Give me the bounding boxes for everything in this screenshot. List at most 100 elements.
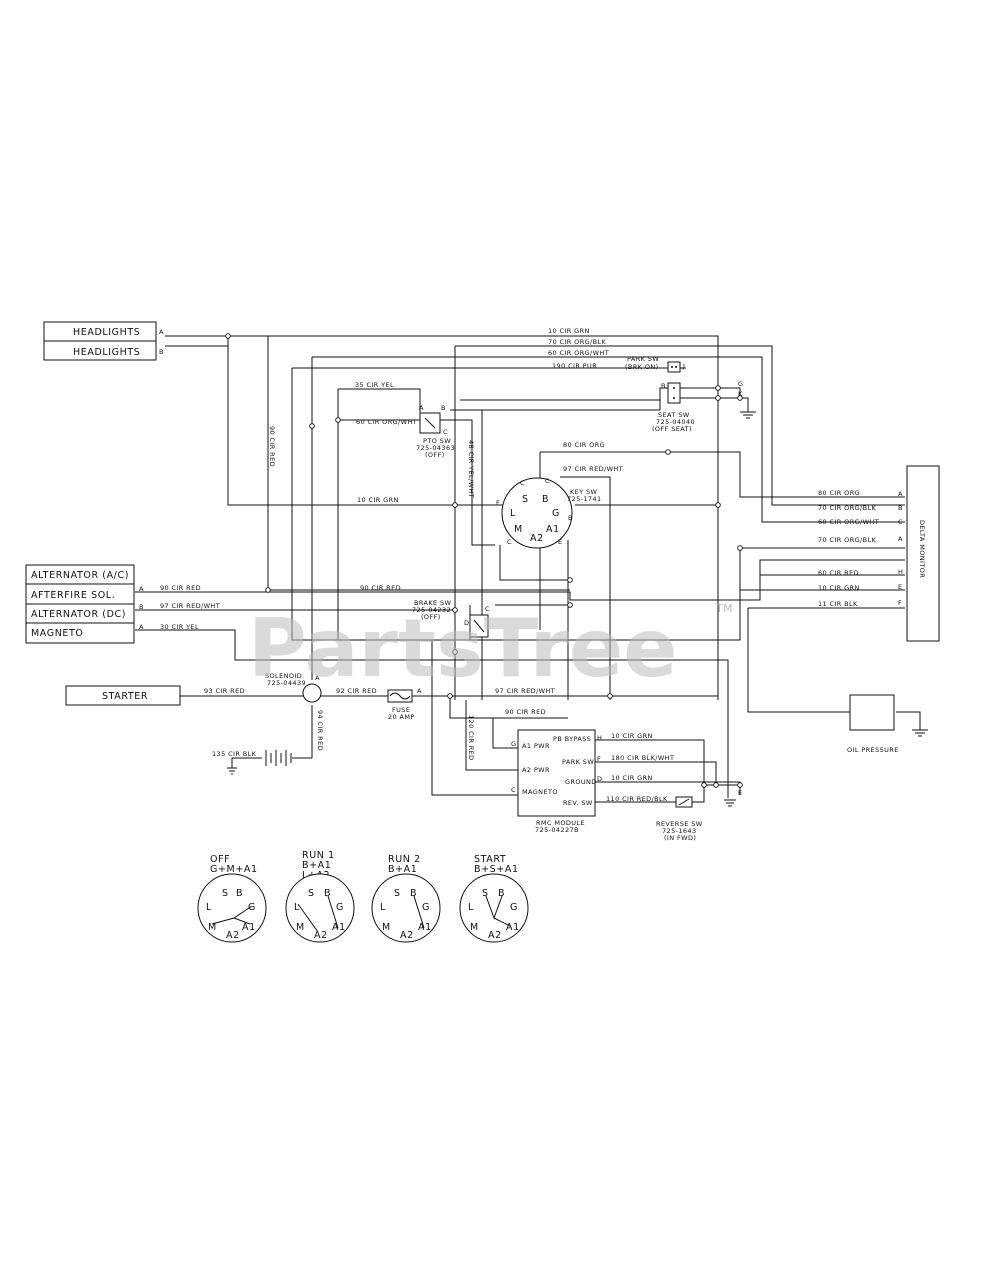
position-combo: B+A1	[388, 864, 417, 875]
dial-term: L	[468, 902, 474, 913]
pin-label: C	[520, 479, 525, 487]
watermark-tm: TM	[715, 602, 733, 615]
dial-term: S	[394, 888, 401, 899]
brake-sw-pn: 725-04232	[412, 606, 451, 614]
pin-label: F	[496, 499, 500, 507]
pin-label: D	[597, 775, 602, 783]
seat-switch: B G K SEAT SW 725-04040 (OFF SEAT)	[652, 380, 743, 433]
wire-label: 97 CIR RED/WHT	[495, 687, 555, 695]
key-term-a1: A1	[546, 524, 560, 535]
position-run2: RUN 2 B+A1 S B L G M A1 A2	[371, 854, 441, 943]
dial-term: A2	[226, 930, 240, 941]
wire-label: 80 CIR ORG	[563, 441, 605, 449]
dial-term: G	[336, 902, 344, 913]
solenoid: A SOLENOID 725-04439	[265, 672, 322, 703]
dial-term: L	[206, 902, 212, 913]
wire-label: 10 CIR GRN	[611, 732, 653, 740]
pin-label: D	[464, 619, 469, 627]
key-term-s: S	[522, 494, 529, 505]
dial-term: B	[410, 888, 417, 899]
pin-label: A	[898, 535, 903, 543]
position-combo: B+S+A1	[474, 864, 519, 875]
alternator-dc-label: ALTERNATOR (DC)	[31, 609, 126, 620]
wire-label: 93 CIR RED	[204, 687, 245, 695]
pin-label: H	[597, 734, 602, 742]
rmc-port-a1-pwr: A1 PWR	[522, 742, 550, 750]
wire-label: 80 CIR ORG	[818, 489, 860, 497]
seat-sw-pn: 725-04040	[656, 418, 695, 426]
oil-pressure-sensor: OIL PRESSURE	[847, 694, 898, 754]
wire-label: 135 CIR BLK	[212, 750, 257, 758]
key-term-g: G	[552, 508, 560, 519]
dial-term: A2	[400, 930, 414, 941]
pin-label: E	[738, 789, 743, 797]
dial-term: S	[482, 888, 489, 899]
wire-label: 90 CIR RED	[505, 708, 546, 716]
wire-label: 30 CIR YEL	[160, 623, 199, 631]
fuse: A FUSE 20 AMP	[387, 687, 422, 721]
watermark-text: PartsTree	[248, 602, 678, 695]
wire-label: 60 CIR ORG/WHT	[818, 518, 879, 526]
solenoid-label: SOLENOID	[265, 672, 302, 680]
pin-label: A	[139, 623, 144, 631]
pin-label: C	[485, 605, 490, 613]
wire-label: 90 CIR RED	[360, 584, 401, 592]
position-title: OFF	[210, 854, 230, 865]
brake-sw-sub: (OFF)	[421, 613, 441, 621]
starter-label: STARTER	[102, 691, 148, 702]
dial-term: S	[308, 888, 315, 899]
wire-label: 180 CIR BLK/WHT	[611, 754, 674, 762]
pin-label: B	[139, 603, 144, 611]
dial-term: M	[208, 922, 217, 933]
pin-label: C	[507, 538, 512, 546]
rmc-module-label: RMC MODULE	[536, 819, 585, 827]
brake-sw-label: BRAKE SW	[414, 599, 452, 607]
wire-label: 48 CIR YEL/WHT	[467, 440, 475, 498]
delta-monitor-label: DELTA MONITOR	[918, 520, 926, 578]
wire-label: 190 CIR PUR	[552, 362, 597, 370]
wire-label: 90 CIR RED	[268, 426, 276, 467]
key-term-a2: A2	[530, 533, 544, 544]
park-switch: J PARK SW (BRK ON)	[625, 355, 685, 373]
pin-label: B	[898, 504, 903, 512]
pto-sw-sub: (OFF)	[425, 451, 445, 459]
reverse-sw-label: REVERSE SW	[656, 820, 703, 828]
afterfire-label: AFTERFIRE SOL.	[31, 590, 115, 601]
rmc-port-rev-sw: REV. SW	[563, 799, 593, 807]
rmc-module: PB BYPASS A1 PWR PARK SW A2 PWR GROUND M…	[511, 729, 602, 834]
pin-label: K	[738, 390, 743, 398]
key-term-l: L	[510, 508, 516, 519]
dial-term: M	[470, 922, 479, 933]
dial-term: A2	[488, 930, 502, 941]
pin-label: J	[682, 362, 685, 370]
starter-block: STARTER	[65, 685, 181, 706]
solenoid-pn: 725-04439	[267, 679, 306, 687]
key-sw-pn: 725-1741	[567, 495, 602, 503]
battery	[265, 750, 292, 766]
wire-label: 97 CIR RED/WHT	[563, 465, 623, 473]
position-off: OFF G+M+A1 S B L G M A1 A2	[197, 854, 267, 943]
position-combo: B+A1	[302, 860, 331, 871]
wire-label: 70 CIR ORG/BLK	[548, 338, 607, 346]
dial-term: A1	[506, 922, 520, 933]
key-sw-label: KEY SW	[570, 488, 598, 496]
pin-label: F	[597, 755, 601, 763]
wire-label: 70 CIR ORG/BLK	[818, 536, 877, 544]
wire-label: 60 CIR RED	[818, 569, 859, 577]
rmc-port-park-sw: PARK SW	[562, 758, 594, 766]
pin-label: B	[159, 348, 164, 356]
dial-term: G	[422, 902, 430, 913]
dial-term: G	[510, 902, 518, 913]
rmc-module-pn: 725-04227B	[535, 826, 579, 834]
dial-term: M	[382, 922, 391, 933]
alternator-block: ALTERNATOR (A/C) AFTERFIRE SOL. ALTERNAT…	[25, 564, 144, 644]
pin-label: H	[898, 568, 903, 576]
delta-monitor: DELTA MONITOR A B C A H E F	[898, 465, 940, 642]
wire-label: 94 CIR RED	[316, 710, 324, 751]
wire-label: 10 CIR GRN	[611, 774, 653, 782]
wire-labels: 10 CIR GRN 70 CIR ORG/BLK 60 CIR ORG/WHT…	[160, 327, 879, 803]
rmc-port-magneto: MAGNETO	[522, 788, 558, 796]
park-sw-sub: (BRK ON)	[625, 363, 659, 371]
brake-switch: C D BRAKE SW 725-04232 (OFF)	[412, 599, 490, 638]
pin-label: B	[661, 382, 666, 390]
